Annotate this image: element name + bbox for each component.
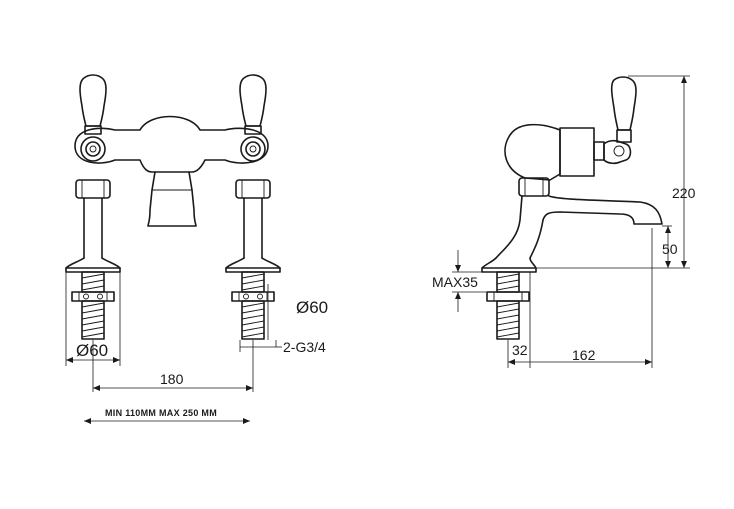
front-spout [147,171,197,227]
side-lever-handle [610,76,637,131]
left-leg [65,179,121,340]
projection-label: 162 [572,347,596,363]
side-spout [542,195,663,225]
side-body [504,123,561,181]
centres-label: 180 [160,371,184,387]
height-label: 220 [672,185,696,201]
left-lever-handle [79,74,107,162]
spout-height-label: 50 [662,241,678,257]
right-leg [225,179,281,340]
side-dimensions [452,75,690,368]
base-offset-label: 32 [512,342,528,358]
outer-diameter-label: Ø60 [296,298,328,317]
base-diameter-label: Ø60 [76,341,108,360]
range-note: MIN 110MM MAX 250 MM [105,408,217,418]
thread-label: 2-G3/4 [283,339,326,355]
deck-thickness-label: MAX35 [432,274,478,290]
front-view: Ø60 Ø60 2-G3/4 180 MIN 110MM MAX 250 MM [65,74,328,424]
front-dimensions [65,272,282,424]
right-lever-handle [239,74,267,162]
side-view: 220 50 MAX35 32 162 [432,75,696,368]
